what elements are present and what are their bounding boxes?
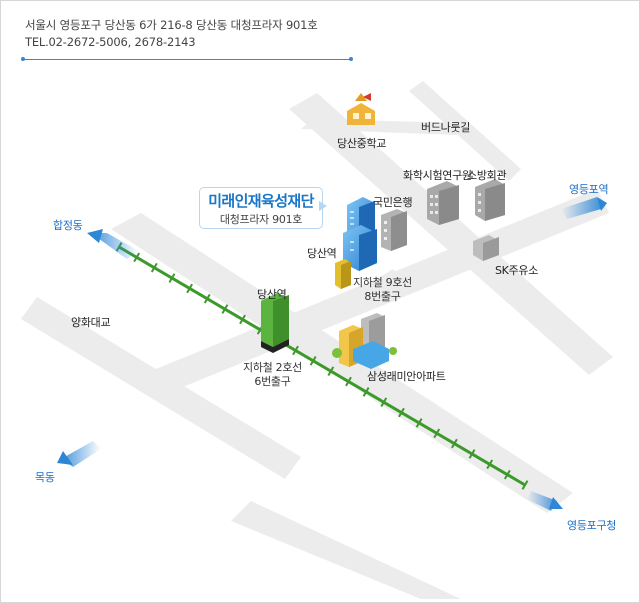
chemical-institute-building-icon xyxy=(427,181,459,225)
label-samsung-raemian: 삼성래미안아파트 xyxy=(367,370,446,383)
destination-building-icon xyxy=(343,197,377,271)
dangsan-station-line2-icon xyxy=(261,293,289,353)
direction-yeongdeungpo-office: 영등포구청 xyxy=(567,519,617,532)
rail-tick xyxy=(486,459,494,470)
samsung-raemian-apartment-icon xyxy=(332,313,397,369)
kookmin-bank-building-icon xyxy=(381,209,407,251)
callout-pointer xyxy=(319,201,327,211)
label-kookmin-bank: 국민은행 xyxy=(373,196,413,209)
arrow-mokdong xyxy=(61,441,101,467)
label-dangsan-station-line9: 당산역 xyxy=(307,247,337,260)
rail-tick xyxy=(327,366,335,376)
label-dangsan-middle-school: 당산중학교 xyxy=(337,137,387,150)
phone-line: TEL.02-2672-5006, 2678-2143 xyxy=(25,35,196,49)
rail-tick xyxy=(415,418,423,428)
roads xyxy=(21,81,613,599)
rail-tick xyxy=(239,314,246,325)
arrow-yeongdeungpo-office-head xyxy=(549,497,563,509)
destination-name: 미래인재육성재단 xyxy=(208,192,314,210)
rail-tick xyxy=(380,397,388,408)
rail-tick xyxy=(309,356,317,366)
label-beodnarugil: 버드나룻길 xyxy=(421,121,471,134)
address-block: 서울시 영등포구 당산동 6가 216-8 당산동 대청프라자 901호 TEL… xyxy=(25,17,318,51)
dangsan-station-line9-icon xyxy=(335,259,351,289)
arrow-yeongdeungpo-station xyxy=(561,197,601,219)
rail-tick xyxy=(168,273,176,283)
direction-hapjeong: 합정동 xyxy=(53,219,83,232)
road-upper xyxy=(301,119,461,135)
exit-line9-line: 지하철 9호선 xyxy=(353,276,412,289)
arrow-yeongdeungpo-office xyxy=(527,491,557,511)
rail-tick xyxy=(292,345,299,356)
rail-tick xyxy=(203,293,211,304)
label-sk-gas-station: SK주유소 xyxy=(495,264,539,277)
exit-line9-number: 8번출구 xyxy=(364,290,401,303)
arrow-yeongdeungpo-station-head xyxy=(597,197,607,211)
destination-callout: 미래인재육성재단 대청프라자 901호 xyxy=(199,187,323,229)
rail-tick xyxy=(468,449,476,459)
rail-tick xyxy=(521,480,529,490)
rail-tick xyxy=(150,262,158,273)
exit-line2-number: 6번출구 xyxy=(254,375,291,388)
school-icon xyxy=(347,93,375,125)
rail-tick xyxy=(345,376,352,387)
road-small-connector xyxy=(341,269,405,315)
arrow-hapjeong xyxy=(91,233,139,259)
rail-tick xyxy=(398,407,405,418)
rail-tick xyxy=(186,283,193,294)
sk-gas-station-icon xyxy=(473,235,499,261)
address-divider xyxy=(21,57,353,61)
subway-line-2 xyxy=(115,242,529,490)
exit-line9: 지하철 9호선 8번출구 xyxy=(353,276,412,304)
label-dangsan-station-line2: 당산역 xyxy=(257,288,287,301)
rail-tick xyxy=(133,252,141,263)
address-line: 서울시 영등포구 당산동 6가 216-8 당산동 대청프라자 901호 xyxy=(25,18,318,32)
direction-arrows xyxy=(57,197,607,511)
arrow-hapjeong-head xyxy=(87,229,103,243)
road-upper-right xyxy=(409,81,521,181)
direction-yeongdeungpo-station: 영등포역 xyxy=(569,183,609,196)
arrow-mokdong-head xyxy=(57,451,73,465)
rail-tick xyxy=(451,438,458,449)
rail-tick xyxy=(221,304,229,314)
road-lower-bottom xyxy=(231,501,461,599)
label-fire-hall: 소방회관 xyxy=(467,169,507,182)
fire-hall-building-icon xyxy=(475,179,505,221)
rail-tick xyxy=(433,428,441,439)
label-chemical-institute: 화학시험연구원 xyxy=(403,169,472,182)
exit-line2-line: 지하철 2호선 xyxy=(243,361,302,374)
road-yanghwa xyxy=(21,297,301,479)
rail-tick xyxy=(362,387,370,397)
destination-sub: 대청프라자 901호 xyxy=(219,213,303,226)
exit-line2: 지하철 2호선 6번출구 xyxy=(243,361,302,389)
road-beodnaru xyxy=(289,93,613,375)
label-yanghwa-bridge: 양화대교 xyxy=(71,316,111,329)
rail-tick xyxy=(503,469,511,480)
direction-mokdong: 목동 xyxy=(35,471,55,484)
